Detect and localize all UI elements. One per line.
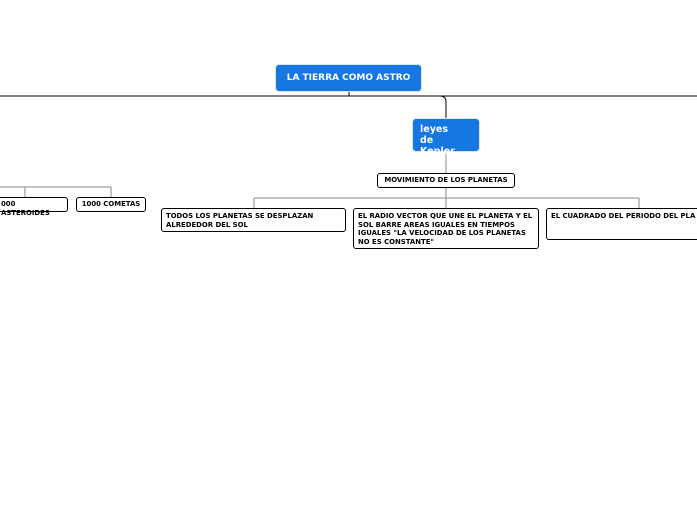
movimiento-node[interactable]: MOVIMIENTO DE LOS PLANETAS — [377, 173, 515, 188]
comets-node[interactable]: 1000 COMETAS — [76, 197, 146, 212]
root-node[interactable]: LA TIERRA COMO ASTRO — [276, 65, 421, 91]
law-2-node[interactable]: EL RADIO VECTOR QUE UNE EL PLANETA Y EL … — [353, 208, 539, 249]
law-1-node[interactable]: TODOS LOS PLANETAS SE DESPLAZAN ALREDEDO… — [161, 208, 346, 232]
law-3-node[interactable]: EL CUADRADO DEL PERIODO DEL PLA ES PROPO… — [546, 208, 697, 240]
kepler-node[interactable]: leyes de Kepler. — [413, 119, 479, 157]
asteroids-node[interactable]: 000 ASTEROIDES — [0, 197, 68, 217]
